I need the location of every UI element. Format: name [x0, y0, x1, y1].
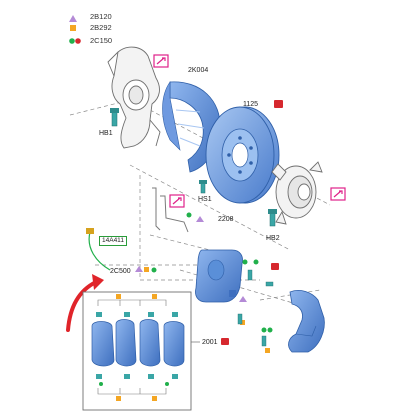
brake-pad: [91, 321, 115, 367]
knuckle-bolt: [110, 108, 119, 127]
dust-shield-label: 2K004: [188, 67, 209, 74]
legend-square-marker: [70, 25, 76, 31]
lubricant-marker: [135, 216, 247, 302]
hub-bolt: [268, 209, 277, 227]
knuckle-bolt-label: HB1: [99, 130, 113, 137]
wear-sensor: [86, 228, 111, 271]
caliper-label: 2C500: [110, 268, 131, 275]
wear-sensor-clip-label: 2208: [218, 216, 234, 223]
legend: [69, 15, 81, 44]
pad-clip: [96, 312, 178, 379]
legend-code-circle: 2C150: [90, 36, 113, 45]
pad-kit-label: 2001: [202, 339, 218, 346]
shield-screw-label: HS1: [198, 196, 212, 203]
tool-icon: [153, 54, 169, 68]
caliper-bracket: [288, 290, 325, 353]
legend-circle-marker-red: [75, 38, 81, 44]
tool-icon: [330, 187, 346, 201]
brake-caliper: [195, 249, 243, 303]
legend-circle-marker: [69, 38, 75, 44]
tool-icon: [169, 194, 185, 208]
caliper-spring-clip: [152, 187, 189, 233]
wear-sensor-label: 14A411: [99, 236, 127, 246]
brake-pad: [163, 321, 185, 367]
legend-triangle-marker: [69, 15, 77, 22]
threadlock-marker: [99, 212, 273, 386]
wheel-hub: [271, 161, 323, 225]
shield-screw: [199, 180, 207, 194]
brake-rotor: [205, 106, 280, 204]
grease-marker: [116, 267, 270, 401]
steering-knuckle: [107, 46, 161, 149]
legend-code-square: 2B292: [90, 23, 112, 32]
caliper-bolt: [237, 269, 274, 347]
rotor-label: 1125: [243, 101, 259, 108]
hub-bolt-label: HB2: [266, 235, 280, 242]
brake-pad: [115, 319, 137, 367]
torque-icon: [221, 100, 283, 345]
legend-code-triangle: 2B120: [90, 12, 112, 21]
brake-pad: [139, 319, 161, 367]
arrow-icon: [66, 274, 104, 332]
